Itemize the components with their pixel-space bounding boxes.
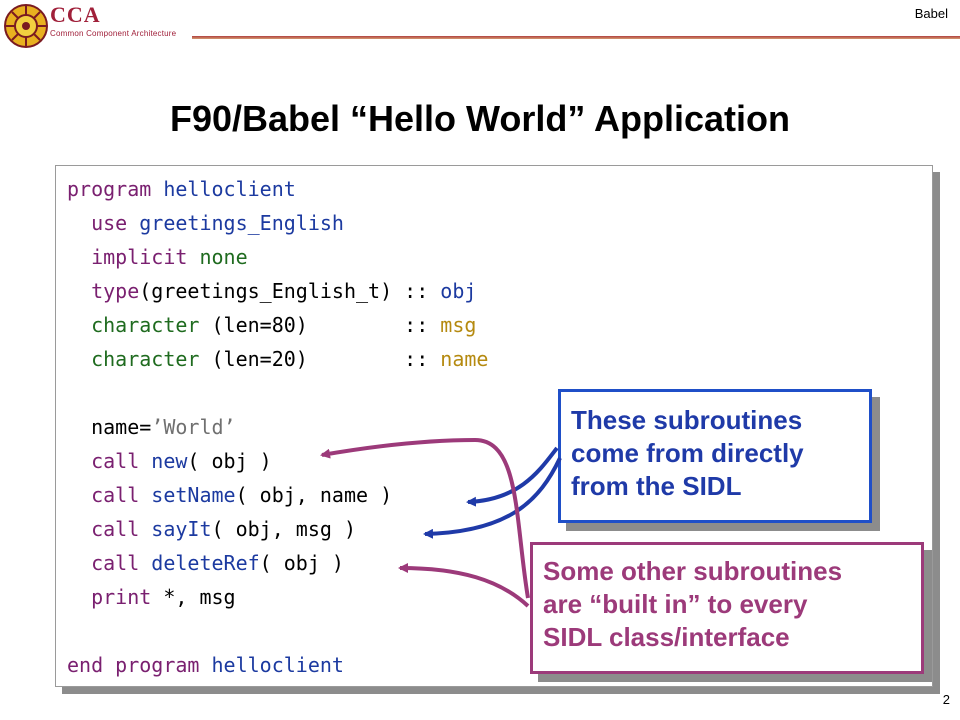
code-token: call (67, 483, 152, 507)
code-token: greetings_English (139, 211, 344, 235)
callout-builtin-line: Some other subroutines (543, 556, 843, 586)
code-token: sayIt (151, 517, 212, 541)
code-line: type(greetings_English_t) :: obj (67, 274, 488, 308)
code-line: call sayIt( obj, msg ) (67, 512, 488, 546)
code-token: ( obj, msg ) (211, 517, 357, 541)
code-token: call (67, 517, 152, 541)
callout-builtin-line: are “built in” to every (543, 589, 808, 619)
callout-sidl-line: come from directly (571, 438, 804, 468)
code-token: implicit (67, 245, 200, 269)
callout-sidl-line: from the SIDL (571, 471, 742, 501)
code-token: none (199, 245, 248, 269)
code-token: new (151, 449, 188, 473)
code-line: call deleteRef( obj ) (67, 546, 488, 580)
code-line: character (len=20) :: name (67, 342, 488, 376)
page-number: 2 (942, 692, 950, 707)
code-token: call (67, 551, 152, 575)
cca-logo-icon (4, 4, 48, 48)
callout-sidl: These subroutines come from directly fro… (558, 389, 872, 523)
callout-sidl-line: These subroutines (571, 405, 803, 435)
code-token: ’World’ (151, 415, 236, 439)
slide-title: F90/Babel “Hello World” Application (169, 98, 791, 139)
code-line: implicit none (67, 240, 488, 274)
code-token: end program (67, 653, 212, 677)
code-lines: program helloclient use greetings_Englis… (67, 172, 488, 682)
code-line: print *, msg (67, 580, 488, 614)
code-line (67, 376, 488, 410)
brand-name: CCA (50, 2, 101, 27)
code-token: use (67, 211, 140, 235)
code-line: use greetings_English (67, 206, 488, 240)
code-line: program helloclient (67, 172, 488, 206)
code-line: call new( obj ) (67, 444, 488, 478)
code-token: ( obj ) (187, 449, 272, 473)
callout-builtin-line: SIDL class/interface (543, 622, 790, 652)
code-line: name=’World’ (67, 410, 488, 444)
code-line (67, 614, 488, 648)
header-rule (192, 36, 960, 39)
code-token: helloclient (163, 177, 296, 201)
callout-builtin: Some other subroutines are “built in” to… (530, 542, 924, 674)
code-token: (len=20) :: (211, 347, 441, 371)
code-token: ( obj, name ) (235, 483, 393, 507)
code-token: obj (440, 279, 477, 303)
code-token: call (67, 449, 152, 473)
code-token: print (67, 585, 164, 609)
code-token: (greetings_English_t) :: (139, 279, 441, 303)
corner-label: Babel (914, 6, 948, 21)
code-token: character (67, 313, 212, 337)
code-token: ( obj ) (259, 551, 344, 575)
code-token: helloclient (211, 653, 344, 677)
code-token: name= (67, 415, 152, 439)
brand-block: CCA Common Component Architecture (50, 2, 177, 39)
code-token: *, msg (163, 585, 236, 609)
code-token: name (440, 347, 489, 371)
code-token: msg (440, 313, 477, 337)
code-line: call setName( obj, name ) (67, 478, 488, 512)
brand-subtitle: Common Component Architecture (50, 29, 177, 38)
code-line: end program helloclient (67, 648, 488, 682)
code-token: deleteRef (151, 551, 260, 575)
code-line: character (len=80) :: msg (67, 308, 488, 342)
code-token: setName (151, 483, 236, 507)
code-token: character (67, 347, 212, 371)
code-token: type (67, 279, 140, 303)
code-token: (len=80) :: (211, 313, 441, 337)
code-token: program (67, 177, 164, 201)
